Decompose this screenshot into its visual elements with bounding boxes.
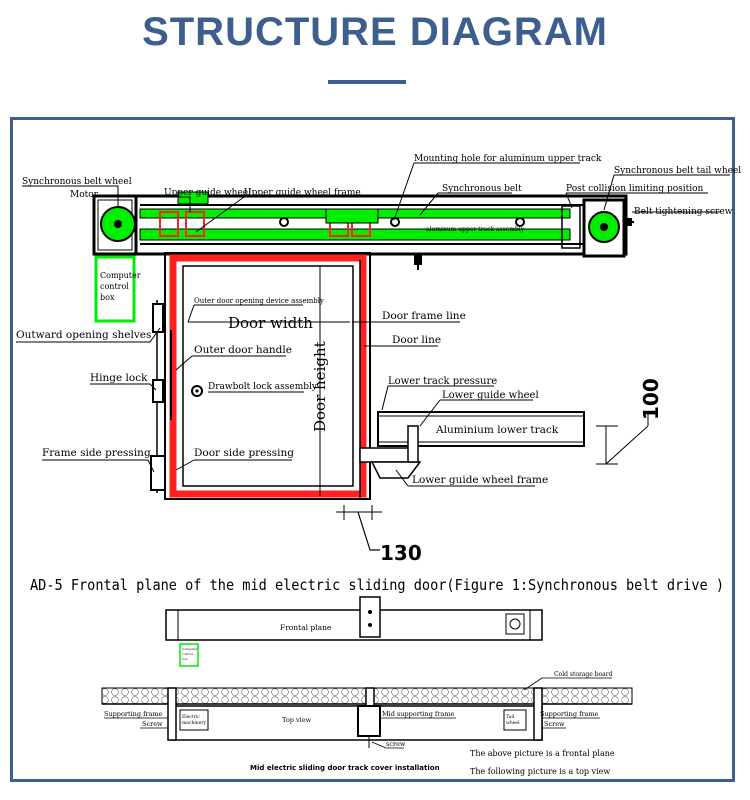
label-outer-door-handle: Outer door handle [194, 344, 292, 356]
label-supporting-frame-right: Supporting frame [540, 710, 599, 718]
label-screw-left: Screw [142, 720, 163, 728]
label-lower-guide-wheel: Lower guide wheel [442, 390, 539, 401]
leader-lines [16, 162, 730, 487]
svg-text:Computer: Computer [182, 647, 198, 651]
label-mid-supporting-frame: Mid supporting frame [382, 710, 454, 718]
svg-text:box: box [182, 657, 188, 661]
label-screw-right: Screw [544, 720, 565, 728]
svg-text:Computer: Computer [100, 271, 141, 280]
label-sync-belt: Synchronous belt [442, 184, 522, 194]
label-frontal-plane: Frontal plane [280, 623, 332, 632]
label-door-width: Door width [228, 314, 313, 332]
computer-control-box: Computer control box [94, 255, 141, 323]
label-aluminium-lower-track: Aluminium lower track [435, 424, 559, 436]
aluminium-lower-track [336, 411, 649, 551]
label-outer-door-opening: Outer door opening device assembly [194, 297, 324, 305]
label-cold-storage-board: Cold storage board [554, 671, 613, 678]
label-upper-guide-wheel: Upper guide wheel [164, 188, 251, 198]
door-assembly [150, 252, 422, 500]
label-aluminum-upper-track: aluminum upper track assembly [426, 226, 525, 233]
svg-text:control: control [182, 652, 193, 656]
label-top-view: Top view [282, 716, 312, 724]
label-sync-belt-wheel: Synchronous belt wheel [22, 177, 132, 187]
note-top-view: The following picture is a top view [470, 767, 610, 776]
page-title: STRUCTURE DIAGRAM [142, 10, 608, 54]
label-sync-belt-tail-wheel: Synchronous belt tail wheel [614, 166, 741, 176]
diagram-frame [10, 117, 735, 782]
dimension-100: 100 [639, 378, 663, 420]
label-belt-tightening: Belt tightening screw [634, 207, 733, 217]
label-lower-track-pressure: Lower track pressure [388, 376, 497, 387]
label-frame-side-pressing: Frame side pressing [42, 447, 151, 459]
title-underline [328, 80, 406, 84]
top-view: Electric machinery Tail wheel Cold stora… [101, 671, 633, 749]
label-supporting-frame-left: Supporting frame [104, 710, 163, 718]
dimension-130: 130 [380, 541, 422, 565]
svg-text:control: control [100, 282, 129, 291]
label-outward-opening: Outward opening shelves [16, 329, 151, 341]
figure-caption: AD-5 Frontal plane of the mid electric s… [30, 576, 724, 594]
label-hinge-lock: Hinge lock [90, 372, 148, 384]
frontal-plane-view: Frontal plane Computer control box [165, 596, 543, 667]
note-frontal-plane: The above picture is a frontal plane [470, 749, 615, 758]
label-door-line: Door line [392, 334, 441, 346]
label-screw-mid: screw [386, 740, 406, 748]
install-title: Mid electric sliding door track cover in… [250, 764, 440, 772]
svg-text:Electric: Electric [182, 714, 200, 720]
door-leaf [169, 254, 367, 498]
label-door-frame-line: Door frame line [382, 310, 466, 322]
label-motor: Motor [70, 190, 99, 200]
label-door-side-pressing: Door side pressing [194, 447, 294, 459]
svg-text:box: box [100, 293, 115, 302]
label-drawbolt-lock: Drawbolt lock assembly [208, 382, 318, 392]
svg-text:Tail: Tail [506, 714, 515, 720]
label-post-collision: Post collision limiting position [566, 184, 704, 194]
svg-text:machinery: machinery [182, 720, 207, 726]
label-mounting-hole: Mounting hole for aluminum upper track [414, 154, 602, 164]
svg-text:wheel: wheel [506, 720, 520, 726]
label-lower-guide-wheel-frame: Lower guide wheel frame [412, 474, 548, 486]
label-upper-guide-wheel-frame: Upper guide wheel frame [244, 188, 361, 198]
label-door-height: Door height [311, 341, 329, 432]
